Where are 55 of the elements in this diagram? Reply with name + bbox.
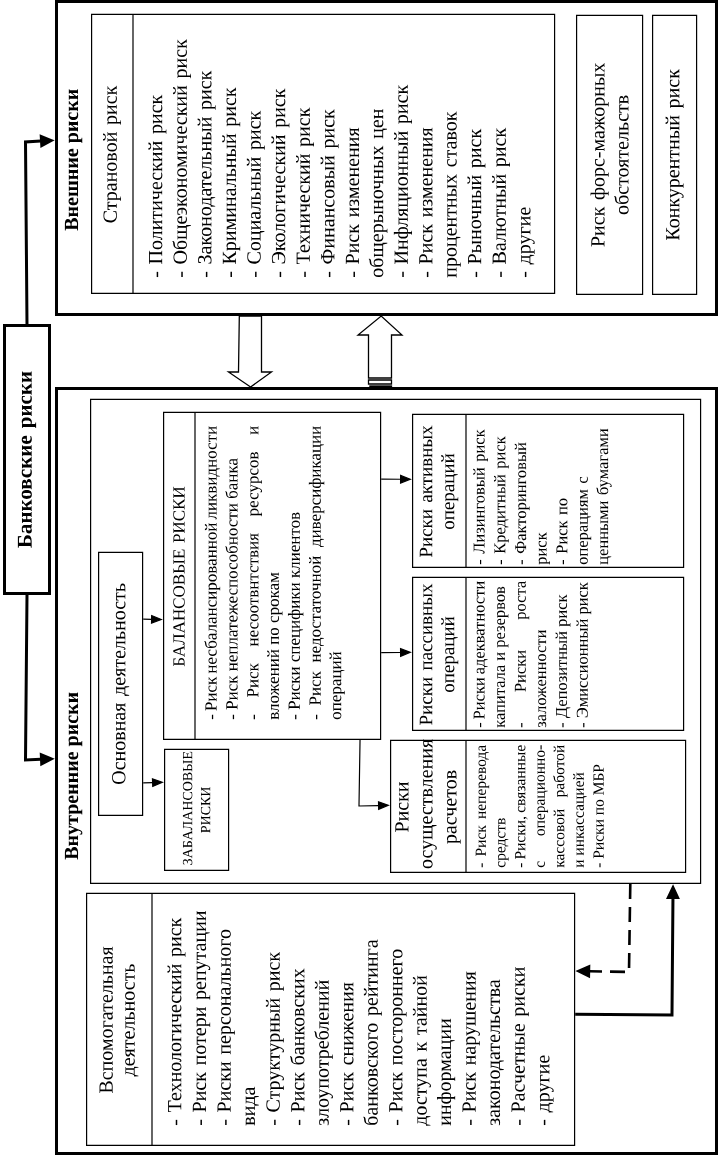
list-item: - Риск неперевода средств bbox=[475, 745, 509, 868]
list-item: - другие bbox=[539, 1055, 554, 1126]
frame-heading: Внешние риски bbox=[64, 89, 83, 231]
risk-box: Конкурентный риск bbox=[652, 14, 698, 295]
list-item: - Риски персонального вида bbox=[217, 929, 259, 1126]
list-item: - Риски роста заложенности bbox=[514, 581, 547, 728]
risk-box: Риск форс-мажорных обстоятельств bbox=[576, 14, 644, 295]
activity-box: Основная деятельность bbox=[98, 551, 144, 816]
list-item: - Риск по операциям с ценными бумагами bbox=[556, 428, 612, 565]
list-item: - Риск нарушения законодательства bbox=[462, 971, 504, 1126]
list-item: - Риск изменения процентных ставок bbox=[419, 111, 461, 278]
list-item: - Риск банковских злоупотреблений bbox=[290, 968, 333, 1126]
list-item: - Эмиссионный риск bbox=[576, 582, 592, 728]
list-item: - Законодательный риск bbox=[197, 70, 216, 278]
list-item: - Рыночный риск bbox=[467, 128, 486, 278]
list-heading: Риски пассивных операций bbox=[419, 583, 459, 725]
list-item: - Валютный риск bbox=[492, 127, 510, 278]
frame-heading: Внутренние риски bbox=[64, 692, 83, 860]
list-item: - Депозитный риск bbox=[555, 594, 571, 728]
list-item: - Риск неплатежеспособности банка bbox=[225, 458, 238, 720]
list-item: - Риски адекватности капитала и резервов bbox=[473, 581, 509, 728]
list-item: - Структурный риск bbox=[265, 951, 284, 1126]
activity-frame bbox=[90, 398, 702, 884]
list-item: - Риск несоотвнтствия ресурсов и вложений по срокам bbox=[247, 426, 283, 720]
list-item: - Риск снижения банковского рейтинга bbox=[340, 939, 382, 1126]
list-item: - Риск несбалансированной ликвидности bbox=[204, 426, 221, 720]
list-heading: Страновой риск bbox=[103, 85, 121, 223]
list-item: - Финансовый риск bbox=[320, 109, 339, 278]
list-item: - Общеэкономический риск bbox=[172, 39, 191, 278]
list-item: - Технологический риск bbox=[167, 917, 186, 1126]
list-item: - Риски специфики клиентов bbox=[287, 512, 304, 720]
list-item: - другие bbox=[520, 207, 535, 278]
block-arrow bbox=[356, 315, 404, 388]
block-arrow bbox=[226, 315, 274, 388]
list-item: - Риски по МБР bbox=[593, 764, 604, 868]
list-heading: Вспомогательная деятельность bbox=[99, 946, 139, 1094]
list-item: - Технический риск bbox=[296, 107, 314, 278]
list-item: - Риск потери репутации bbox=[192, 910, 211, 1126]
list-item: - Расчетные риски bbox=[511, 967, 529, 1126]
list-item: - Риск недостаточной диверсификации операций bbox=[308, 426, 345, 720]
list-item: - Политический риск bbox=[148, 94, 167, 278]
list-item: - Социальный риск bbox=[246, 110, 265, 278]
list-heading: Риски осуществления расчетов bbox=[395, 739, 461, 869]
list-item: - Экологический риск bbox=[271, 88, 290, 278]
list-item: - Криминальный риск bbox=[222, 87, 241, 278]
list-item: - Инфляционный риск bbox=[393, 84, 412, 278]
list-heading: БАЛАНСОВЫЕ РИСКИ bbox=[173, 486, 185, 667]
list-item: - Лизинговый риск bbox=[473, 429, 488, 565]
risk-box: ЗАБАЛАНСОВЫЕ РИСКИ bbox=[164, 748, 230, 871]
list-item: - Кредитный риск bbox=[494, 436, 509, 565]
list-item: - Риск постороннего доступа к тайной информации bbox=[389, 949, 456, 1126]
list-heading: Риски активных операций bbox=[419, 425, 459, 558]
title-box: Банковские риски bbox=[3, 324, 51, 595]
list-item: - Риски, связанные с операционно-кассовой работой и инкассацией bbox=[515, 745, 587, 868]
list-item: - Риск изменения общерыночных цен bbox=[345, 109, 388, 278]
